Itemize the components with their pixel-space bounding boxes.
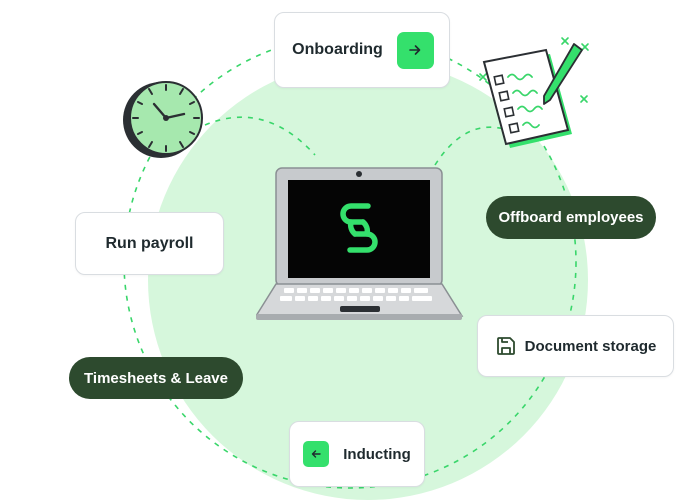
clock-icon <box>123 81 203 158</box>
arrow-right-icon <box>409 45 421 55</box>
document-storage-card[interactable]: Document storage <box>477 315 674 377</box>
offboard-employees-label: Offboard employees <box>498 209 644 226</box>
brand-logo-icon <box>340 203 378 253</box>
timesheets-leave-pill[interactable]: Timesheets & Leave <box>69 357 243 399</box>
offboard-employees-pill[interactable]: Offboard employees <box>486 196 656 239</box>
save-icon <box>495 335 517 357</box>
run-payroll-card[interactable]: Run payroll <box>75 212 224 275</box>
laptop-icon <box>256 167 464 320</box>
document-storage-label: Document storage <box>524 337 657 355</box>
arrow-left-icon <box>312 450 321 458</box>
inducting-arrow-button[interactable] <box>303 441 330 467</box>
onboarding-arrow-button[interactable] <box>396 31 434 69</box>
timesheets-leave-label: Timesheets & Leave <box>84 369 228 387</box>
onboarding-card[interactable]: Onboarding <box>274 12 450 88</box>
run-payroll-label: Run payroll <box>105 234 194 252</box>
checklist-icon <box>479 37 589 148</box>
onboarding-label: Onboarding <box>292 41 383 58</box>
inducting-label: Inducting <box>343 445 411 463</box>
inducting-card[interactable]: Inducting <box>289 421 425 487</box>
